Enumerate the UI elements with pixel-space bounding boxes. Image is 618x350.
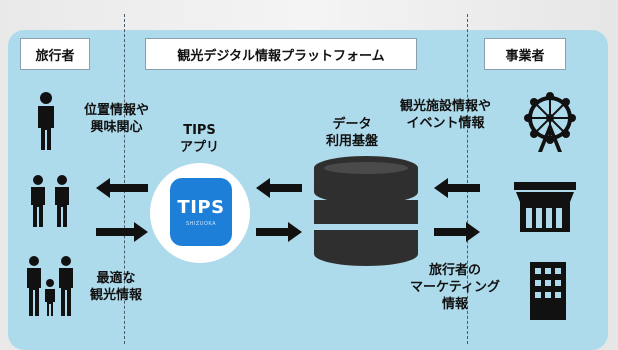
- header-platform: 観光デジタル情報プラットフォーム: [145, 38, 417, 70]
- data-platform-line1: データ: [332, 117, 372, 132]
- left-divider: [124, 14, 125, 344]
- arrow-business-to-data: [434, 178, 480, 198]
- location-interest-line2: 興味関心: [90, 120, 143, 135]
- arrow-left-to-traveler: [96, 178, 148, 198]
- optimal-info-line2: 観光情報: [90, 288, 143, 303]
- shop-icon: [514, 182, 576, 234]
- optimal-info-line1: 最適な: [96, 271, 136, 286]
- marketing-info-label: 旅行者の マーケティング 情報: [410, 262, 500, 313]
- ferris-wheel-icon: [522, 92, 578, 154]
- marketing-info-line2: マーケティング: [410, 280, 500, 295]
- app-label-line2: アプリ: [180, 140, 220, 155]
- header-traveler: 旅行者: [20, 38, 90, 70]
- arrow-data-to-business: [434, 222, 480, 242]
- facility-event-line2: イベント情報: [406, 116, 485, 131]
- marketing-info-line1: 旅行者の: [428, 263, 481, 278]
- marketing-info-line3: 情報: [441, 297, 468, 312]
- arrow-data-to-app: [256, 178, 302, 198]
- building-icon: [530, 262, 566, 320]
- app-label: TIPS アプリ: [180, 122, 219, 156]
- app-label-line1: TIPS: [183, 123, 216, 138]
- header-traveler-label: 旅行者: [35, 48, 75, 64]
- facility-event-line1: 観光施設情報や: [400, 99, 492, 114]
- person-icon: [32, 92, 60, 150]
- header-business-label: 事業者: [505, 48, 545, 64]
- facility-event-label: 観光施設情報や イベント情報: [400, 98, 491, 132]
- tips-logo-text: TIPS: [177, 197, 225, 218]
- arrow-right-to-app: [96, 222, 148, 242]
- database-icon: [312, 154, 420, 266]
- location-interest-label: 位置情報や 興味関心: [84, 102, 149, 136]
- couple-icon: [26, 175, 74, 227]
- data-platform-line2: 利用基盤: [326, 134, 379, 149]
- tips-logo-subtitle: SHIZUOKA: [185, 221, 217, 227]
- family-icon: [24, 256, 76, 316]
- header-business: 事業者: [484, 38, 566, 70]
- right-divider: [467, 14, 468, 344]
- optimal-info-label: 最適な 観光情報: [90, 270, 142, 304]
- location-interest-line1: 位置情報や: [84, 103, 150, 118]
- data-platform-label: データ 利用基盤: [326, 116, 378, 150]
- arrow-app-to-data: [256, 222, 302, 242]
- header-platform-label: 観光デジタル情報プラットフォーム: [177, 48, 385, 64]
- tips-app-icon: TIPS SHIZUOKA: [170, 178, 232, 246]
